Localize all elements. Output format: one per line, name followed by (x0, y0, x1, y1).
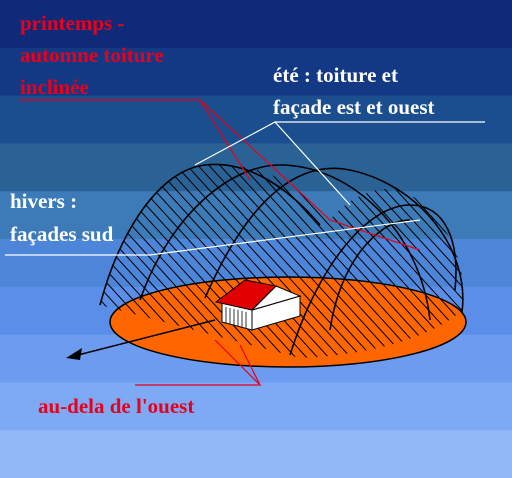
hatch-line (172, 164, 374, 358)
sky-band (0, 382, 512, 432)
label-west: au-dela de l'ouest (38, 394, 194, 418)
sky-band (0, 0, 512, 49)
hatch-line (249, 164, 451, 358)
hatch-line (161, 164, 363, 358)
house-roof (214, 279, 278, 311)
hatch-line (100, 164, 253, 358)
hatch-line (183, 164, 385, 358)
summer-pointer-line-2 (274, 121, 351, 206)
west-pointer-line-2 (239, 344, 261, 386)
sky-band (0, 430, 512, 478)
hatch-line (100, 164, 264, 358)
west-arrow (66, 319, 216, 360)
spring-pointer-line-2 (199, 99, 251, 181)
label-summer: été : toiture et façade est et ouest (273, 63, 435, 119)
hatch-line (216, 164, 418, 358)
sun-path-arcs (99, 163, 464, 356)
sky-band (0, 95, 512, 145)
inner-sun-arc (329, 219, 411, 331)
winter-pointer-line (5, 219, 421, 256)
hatch-line (139, 164, 341, 358)
sky-band (0, 191, 512, 240)
hatch-line (238, 164, 440, 358)
hatch-line (150, 164, 352, 358)
label-winter: hivers : façades sud (10, 189, 114, 246)
label-spring-autumn: printemps - automne toiture inclinée (20, 11, 169, 99)
hatch-line (194, 164, 396, 358)
spring-pointer-line (20, 99, 421, 251)
hatch-line (205, 164, 407, 358)
hatch-line (100, 164, 242, 358)
house-icon (214, 279, 302, 331)
winter-sun-arc (99, 163, 321, 306)
hatch-line (227, 164, 429, 358)
north-sun-arc (289, 204, 457, 356)
equinox-sun-arc (139, 164, 431, 321)
pointer-lines (5, 99, 485, 386)
summer-sun-arc (204, 167, 464, 313)
sky-band (0, 47, 512, 97)
